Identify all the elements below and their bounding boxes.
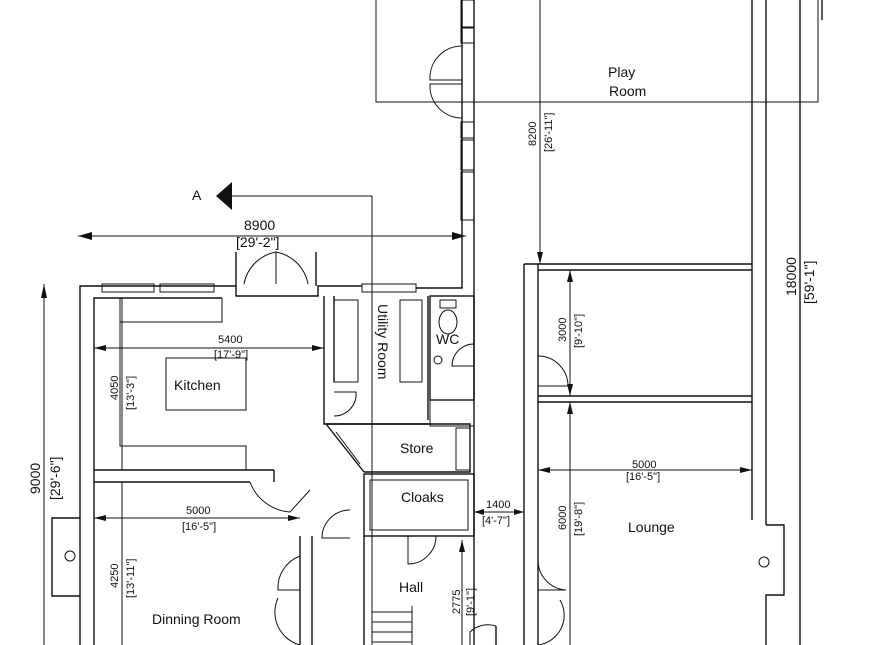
- play-room-outline: [375, 0, 819, 103]
- hall-depth-dimension: [459, 540, 465, 645]
- right-height-ft: [59'-1"]: [801, 261, 817, 304]
- hall-label: Hall: [399, 579, 423, 595]
- kitchen-width-ft: [17'-9"]: [214, 349, 248, 361]
- store-walls: [325, 423, 471, 473]
- lounge-depth-mm: 6000: [557, 506, 569, 530]
- overall-width-mm: 8900: [244, 217, 275, 233]
- hall-walls: [311, 509, 497, 645]
- overall-width-ft: [29'-2"]: [236, 234, 279, 250]
- dining-width-dimension: [94, 515, 300, 521]
- cloaks-walls: [363, 473, 475, 565]
- dining-width-mm: 5000: [186, 505, 210, 517]
- hall-width-dimension: [474, 509, 524, 515]
- left-height-dimension: [41, 284, 47, 645]
- left-height-ft: [29'-6"]: [47, 457, 63, 500]
- column-right: [758, 556, 770, 568]
- play-depth-mm: 8200: [527, 122, 539, 146]
- utility-walls: [323, 296, 429, 425]
- upper-room-depth-mm: 3000: [557, 318, 569, 342]
- section-marker-arrow: [216, 182, 373, 645]
- play-room-label-line2: Room: [609, 83, 646, 99]
- overall-width-dimension: [78, 232, 466, 240]
- cloaks-label: Cloaks: [401, 489, 444, 505]
- upper-room-depth-dimension: [567, 270, 573, 396]
- dining-depth-ft: [13'-11"]: [125, 559, 137, 598]
- lounge-label: Lounge: [628, 519, 675, 535]
- kitchen-depth-mm: 4050: [109, 376, 121, 400]
- dining-width-ft: [16'-5"]: [182, 521, 216, 533]
- wc-walls: [429, 295, 475, 427]
- play-depth-ft: [26'-11"]: [543, 113, 555, 152]
- play-room-label-line1: Play: [608, 64, 635, 80]
- section-marker-label: A: [192, 187, 202, 203]
- hall-depth-ft: [9'-1"]: [465, 588, 477, 616]
- lounge-width-ft: [16'-5"]: [626, 471, 660, 483]
- play-room-double-door: [429, 45, 463, 119]
- dinning-room-label: Dinning Room: [152, 611, 241, 627]
- right-outer-walls: [751, 0, 823, 645]
- lounge-width-mm: 5000: [632, 459, 656, 471]
- upper-room-depth-ft: [9'-10"]: [573, 314, 585, 348]
- lounge-depth-ft: [19'-8"]: [573, 502, 585, 536]
- hall-depth-mm: 2775: [451, 590, 463, 614]
- lounge-depth-dimension: [567, 402, 573, 645]
- central-wall-top: [460, 0, 475, 298]
- lounge-width-dimension: [538, 467, 752, 473]
- kitchen-depth-ft: [13'-3"]: [125, 376, 137, 410]
- kitchen-width-dimension: [94, 345, 324, 351]
- hall-width-ft: [4'-7"]: [482, 515, 510, 527]
- store-label: Store: [400, 440, 434, 456]
- kitchen-patio-doors: [243, 251, 309, 285]
- kitchen-walls: [79, 252, 463, 645]
- utility-room-label: Utility Room: [375, 304, 391, 379]
- dining-walls: [51, 517, 301, 645]
- dining-depth-mm: 4250: [109, 564, 121, 588]
- play-depth-dimension: [537, 0, 543, 264]
- hall-width-mm: 1400: [486, 499, 510, 511]
- left-height-mm: 9000: [27, 463, 43, 494]
- corridor-walls: [473, 263, 752, 645]
- column-left: [64, 550, 76, 562]
- wc-label: WC: [436, 331, 459, 347]
- kitchen-width-mm: 5400: [218, 334, 242, 346]
- kitchen-hall-door: [249, 481, 311, 513]
- kitchen-label: Kitchen: [174, 377, 221, 393]
- right-height-mm: 18000: [783, 257, 799, 296]
